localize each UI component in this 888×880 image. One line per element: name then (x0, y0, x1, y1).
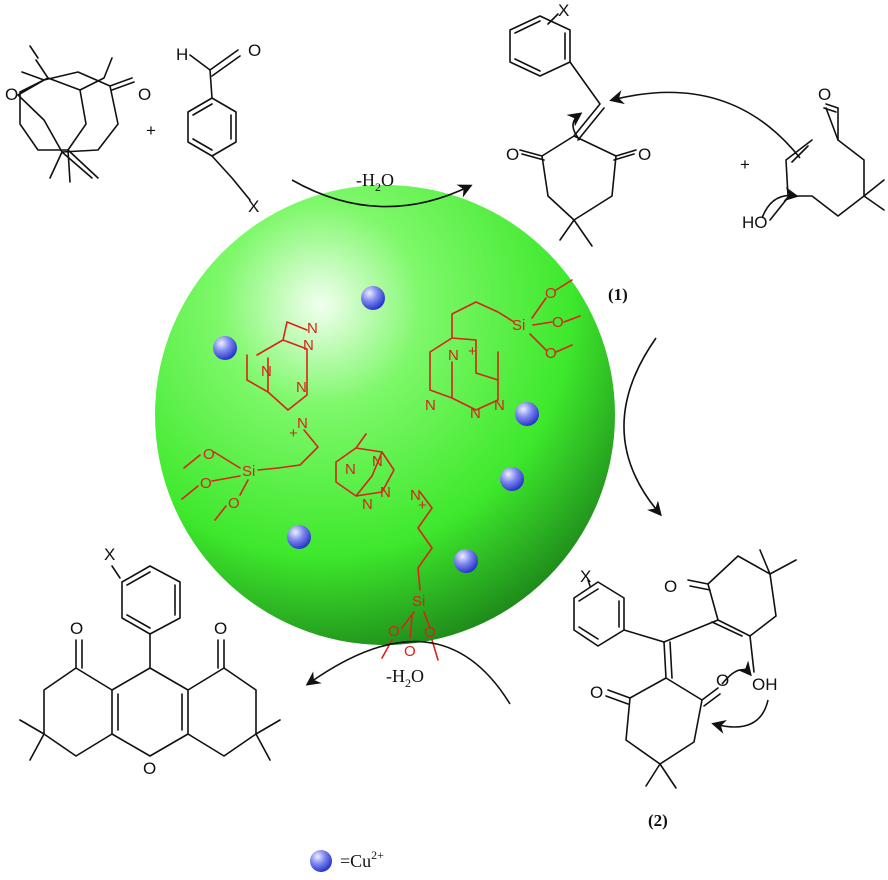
linker-right: N N N N + Si O O O (425, 279, 581, 422)
o-atom: O (388, 623, 400, 640)
n-plus: + (468, 343, 477, 360)
plus-sign: + (146, 121, 156, 140)
n-atom: N (297, 415, 308, 432)
linker-left: N N N N N + Si O O O (181, 320, 319, 521)
n-atom: N (307, 320, 318, 337)
n-atom: N (296, 379, 307, 396)
n-atom: N (261, 363, 272, 380)
o-atom: O (248, 41, 261, 60)
o-atom: O (545, 345, 557, 362)
label-intermediate-1: (1) (608, 285, 628, 304)
o-atom: O (404, 643, 416, 660)
o-atom: O (203, 446, 215, 463)
o-atom: O (138, 85, 151, 104)
o-atom: O (552, 314, 564, 331)
n-atom: N (425, 397, 436, 414)
n-plus: + (289, 425, 298, 442)
n-atom: N (410, 487, 421, 504)
si-atom: Si (512, 317, 525, 334)
oh-atom: OH (752, 675, 778, 694)
michael-arrow (623, 337, 662, 517)
condition-top: -H2O (356, 170, 394, 194)
catalyst-sphere (155, 185, 615, 645)
o-atom: O (214, 619, 227, 638)
n-atom: N (448, 347, 459, 364)
cu-ball (454, 549, 478, 573)
x-atom: X (104, 545, 115, 564)
cu-ball (500, 467, 524, 491)
o-atom: O (228, 495, 240, 512)
cu-ball (213, 336, 237, 360)
dehydration-arrow-bottom (305, 640, 511, 705)
o-atom: O (5, 85, 18, 104)
dimedone-enol: O HO (609, 85, 885, 232)
cu-balls (213, 286, 539, 573)
n-atom: N (470, 405, 481, 422)
benzaldehyde-reactant: H O X (176, 41, 261, 216)
o-atom: O (590, 683, 603, 702)
legend-cu-ball (310, 850, 332, 872)
dimedone-reactant: O O (5, 45, 151, 183)
linker-bottom: N N N N N + Si O O O (335, 433, 439, 661)
o-atom: O (818, 85, 831, 104)
cu-ball (361, 286, 385, 310)
n-atom: N (303, 337, 314, 354)
dehydration-arrow-top (291, 179, 473, 208)
o-atom: O (506, 145, 519, 164)
n-plus: + (418, 497, 427, 514)
n-atom: N (494, 397, 505, 414)
o-atom: O (638, 145, 651, 164)
n-atom: N (345, 461, 356, 478)
o-atom: O (716, 671, 729, 690)
label-intermediate-2: (2) (648, 811, 668, 830)
o-atom: O (143, 759, 156, 778)
o-atom: O (70, 619, 83, 638)
condition-bottom: -H2O (386, 666, 424, 690)
cu-ball (515, 402, 539, 426)
o-atom: O (200, 475, 212, 492)
ho-atom: HO (742, 213, 768, 232)
dimedone-ring (17, 71, 135, 179)
legend: =Cu2+ (310, 848, 384, 872)
n-atom: N (372, 453, 383, 470)
o-atom: O (545, 285, 557, 302)
n-atom: N (380, 484, 391, 501)
xanthenedione-product: X O O O (19, 545, 281, 778)
si-atom: Si (412, 593, 425, 610)
x-atom: X (558, 1, 569, 20)
x-atom: X (248, 197, 259, 216)
legend-text: =Cu2+ (340, 848, 384, 871)
h-atom: H (176, 45, 188, 64)
n-atom: N (362, 496, 373, 513)
cu-ball (287, 525, 311, 549)
si-atom: Si (242, 463, 255, 480)
intermediate-1: X O O (1) (506, 1, 651, 304)
o-atom: O (664, 577, 677, 596)
intermediate-2: X O OH O O (2) (573, 549, 797, 830)
x-atom: X (580, 567, 591, 586)
o-atom: O (424, 624, 436, 641)
plus-sign: + (740, 155, 750, 174)
